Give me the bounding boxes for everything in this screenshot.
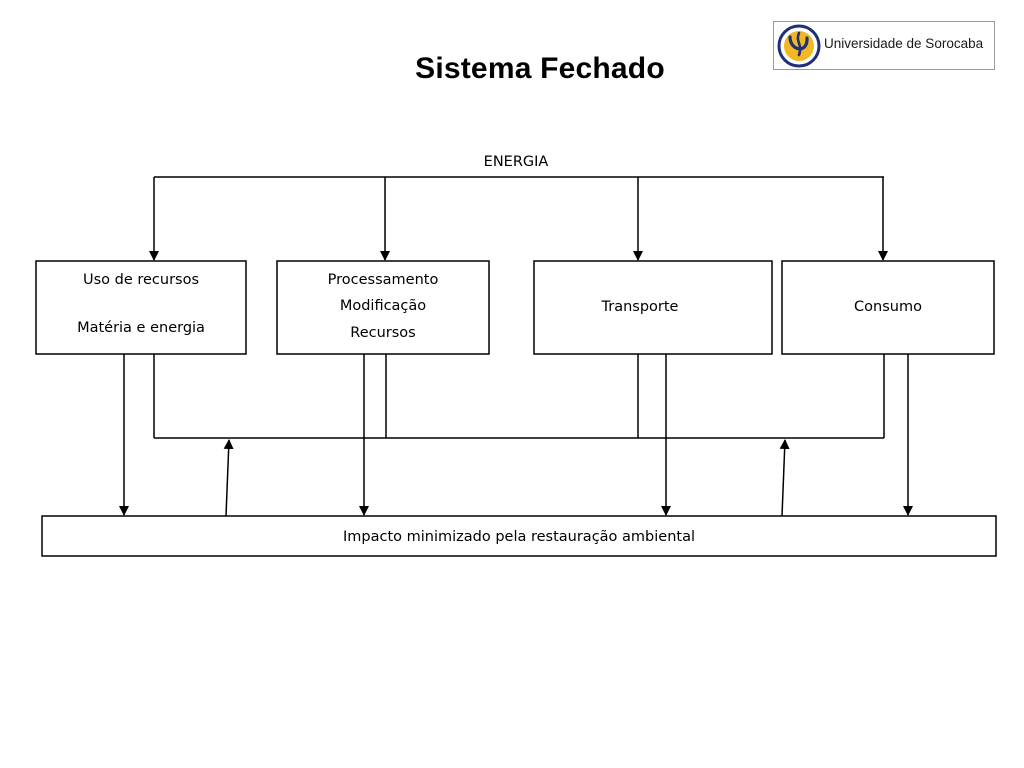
node-uso-line-2: Matéria e energia <box>77 320 205 336</box>
node-box-transporte <box>533 260 773 355</box>
node-uso-line-1: Uso de recursos <box>83 272 199 288</box>
node-processamento-line-1: Processamento <box>328 272 439 288</box>
university-name: Universidade de Sorocaba <box>824 36 984 51</box>
node-box-consumo <box>781 260 995 355</box>
university-logo: Universidade de Sorocaba <box>773 21 995 70</box>
node-processamento-line-2: Modificação <box>340 298 426 314</box>
impact-box <box>41 515 997 557</box>
node-box-processamento <box>276 260 490 355</box>
restoration-arrow-left <box>223 439 234 517</box>
node-processamento-line-3: Recursos <box>350 325 415 341</box>
restoration-arrow-right <box>779 439 790 517</box>
node-consumo-line-1: Consumo <box>854 299 922 315</box>
node-box-uso <box>35 260 247 355</box>
university-emblem-icon <box>777 24 821 68</box>
slide-title: Sistema Fechado <box>415 52 665 85</box>
energy-label: ENERGIA <box>484 154 549 170</box>
node-transporte-line-1: Transporte <box>601 299 679 315</box>
impact-box-label: Impacto minimizado pela restauração ambi… <box>343 529 695 545</box>
